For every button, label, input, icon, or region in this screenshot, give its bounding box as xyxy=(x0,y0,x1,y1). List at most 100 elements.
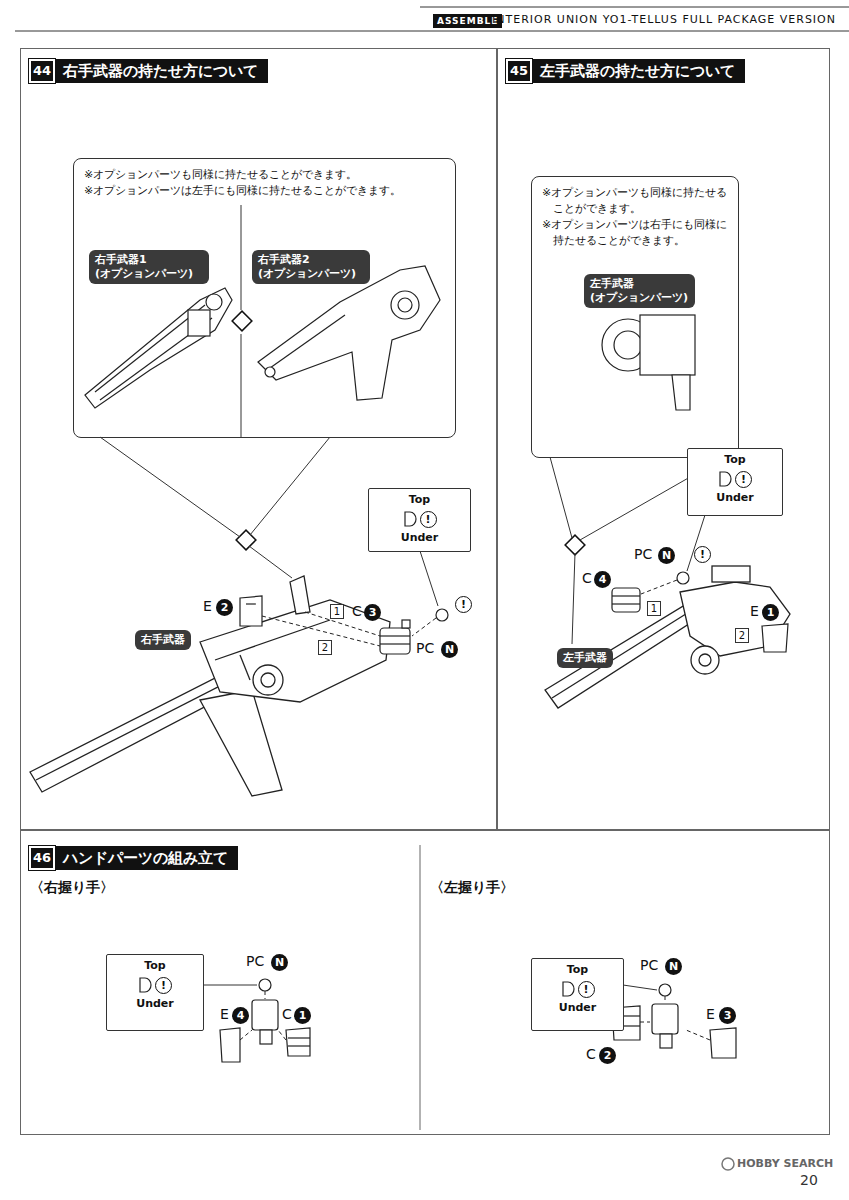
right-weapon xyxy=(30,576,390,796)
option-rifle-1 xyxy=(206,294,222,310)
step-panel: 右手武器の持たせ方について44※オプションパーツも同様に持たせることができます。… xyxy=(20,48,497,830)
cap-shape-icon xyxy=(718,470,732,488)
assembly-arrow xyxy=(278,1030,286,1040)
part-e2 xyxy=(246,603,256,604)
note-text: ※オプションパーツも同様に持たせることができます。 xyxy=(542,185,728,217)
grip-hand-parts xyxy=(220,1028,240,1062)
leader-line xyxy=(100,437,240,537)
grip-hand-parts xyxy=(220,1000,736,1062)
orientation-text: Top xyxy=(371,493,468,507)
part-name-tag: 右手武器 xyxy=(135,630,191,650)
caution-mark: ! xyxy=(455,596,472,613)
left-weapon xyxy=(691,646,719,674)
subheading: 〈右握り手〉 xyxy=(30,878,114,896)
panel-divider xyxy=(420,845,421,1130)
watermark: HOBBY SEARCH xyxy=(737,1157,833,1171)
part-letter: C xyxy=(352,603,362,620)
order-number: 2 xyxy=(735,628,749,643)
hand-c4 xyxy=(612,603,640,604)
grip-hand-parts xyxy=(660,1034,672,1048)
orientation-text: Under xyxy=(534,1001,621,1015)
cap-shape-icon xyxy=(140,978,151,992)
note-text: ※オプションパーツは右手にも同様に持たせることができます。 xyxy=(542,217,728,249)
part-name-text: 右手武器 xyxy=(141,633,185,646)
part-letter: E xyxy=(203,598,212,615)
right-weapon xyxy=(200,690,282,796)
hobby-search-logo xyxy=(722,1158,734,1170)
cap-shape-icon xyxy=(403,510,417,528)
orientation-text: Top xyxy=(109,959,201,973)
part-name-tag: 左手武器 xyxy=(557,648,613,668)
order-number: 1 xyxy=(330,604,344,619)
cap-shape-icon xyxy=(563,982,574,996)
assembly-arrow xyxy=(412,618,436,636)
page-number: 20 xyxy=(800,1172,818,1189)
part-letter: E xyxy=(750,603,759,620)
part-letter: C xyxy=(586,1046,596,1063)
cap-shape-icon xyxy=(138,976,152,994)
part-name-text: 左手武器 (オプションパーツ) xyxy=(590,277,688,304)
option-rifle-1 xyxy=(188,310,210,336)
part-number: 1 xyxy=(294,1007,311,1024)
orientation-text: Top xyxy=(534,963,621,977)
header-rule xyxy=(15,7,849,31)
part-name-tag: 右手武器2 (オプションパーツ) xyxy=(252,250,370,284)
hand-c3 xyxy=(380,643,410,644)
option-rifle-1 xyxy=(85,288,232,408)
part-name-text: 右手武器1 (オプションパーツ) xyxy=(95,253,193,280)
right-weapon xyxy=(261,673,275,687)
orientation-callout: Top! Under xyxy=(368,488,471,552)
left-weapon xyxy=(699,654,711,666)
left-weapon xyxy=(545,566,790,708)
detail-mark xyxy=(565,535,585,555)
orientation-icon-row: ! xyxy=(534,977,621,1001)
leader-line xyxy=(420,551,438,606)
part-number: N xyxy=(658,547,675,564)
step-number-text: 46 xyxy=(33,850,51,865)
part-number: 3 xyxy=(719,1007,736,1024)
caution-mark: ! xyxy=(420,511,437,528)
assembly-arrow xyxy=(265,991,266,999)
orientation-text: Under xyxy=(371,531,468,545)
part-letter: PC xyxy=(246,953,264,970)
part-number: 2 xyxy=(216,599,233,616)
pc-cap xyxy=(677,572,689,584)
header-rule xyxy=(15,31,849,32)
part-name-tag: 右手武器1 (オプションパーツ) xyxy=(89,250,209,284)
detail-mark xyxy=(232,311,252,331)
assembly-arrow xyxy=(640,1022,650,1023)
note-callout: ※オプションパーツも同様に持たせることができます。※オプションパーツは右手にも同… xyxy=(531,176,739,458)
part-letter: E xyxy=(706,1006,715,1023)
order-number: 1 xyxy=(647,601,661,616)
hand-c3 xyxy=(380,620,410,654)
leader-line xyxy=(249,546,292,578)
hand-c4 xyxy=(612,595,640,596)
right-weapon xyxy=(240,655,250,680)
grip-hand-parts xyxy=(710,1028,736,1058)
assembly-arrow xyxy=(641,580,677,594)
panel-divider xyxy=(420,845,421,1130)
part-letter: C xyxy=(282,1006,292,1023)
part-e1 xyxy=(762,624,788,652)
assembly-arrow xyxy=(665,996,666,1002)
orientation-icon-row: ! xyxy=(690,467,780,491)
note-divider xyxy=(241,334,242,437)
part-letter: E xyxy=(220,1006,229,1023)
part-number: 4 xyxy=(232,1007,249,1024)
detail-mark xyxy=(236,530,256,550)
option-drum-weapon xyxy=(602,315,695,410)
orientation-icon-row: ! xyxy=(109,973,201,997)
note-text: ※オプションパーツも同様に持たせることができます。 xyxy=(84,167,445,183)
leader-line xyxy=(203,985,257,986)
step-panel: ハンドパーツの組み立て46Top!UnderTop!Under xyxy=(20,830,830,1135)
part-e2 xyxy=(240,596,262,626)
step-number: 46 xyxy=(29,846,55,870)
part-name-tag: 左手武器 (オプションパーツ) xyxy=(584,274,695,308)
option-rifle-2 xyxy=(258,266,440,400)
part-number: 2 xyxy=(599,1047,616,1064)
part-letter: PC xyxy=(640,957,658,974)
option-rifle-2 xyxy=(258,266,440,400)
assembly-arrow xyxy=(686,1030,710,1040)
orientation-callout: Top!Under xyxy=(531,958,624,1031)
